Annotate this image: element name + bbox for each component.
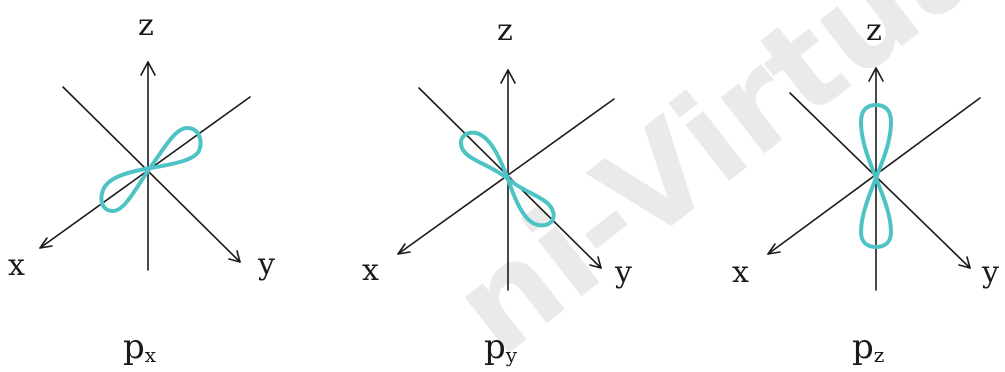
y-axis <box>418 87 602 269</box>
x-axis-label: x <box>362 253 379 288</box>
z-axis-label: z <box>497 13 513 48</box>
z-axis-arrowhead <box>868 67 884 82</box>
orbital-lobe-lower <box>99 166 152 213</box>
x-axis-arrowhead <box>39 237 53 249</box>
orbital-lobe-upper <box>458 130 510 181</box>
orbital-lobe-upper <box>148 126 203 170</box>
x-axis-arrowhead <box>767 243 781 255</box>
y-axis-arrowhead <box>958 256 971 269</box>
orbital-lobe-lower <box>506 177 556 228</box>
x-axis-label: x <box>8 248 25 283</box>
z-axis-arrowhead <box>500 69 516 84</box>
z-axis-arrowhead <box>140 61 156 76</box>
orbital-label: px <box>123 327 157 367</box>
orbital-lobe-upper <box>859 103 893 180</box>
z-axis-label: z <box>866 13 882 48</box>
y-axis <box>62 86 241 263</box>
y-axis-label: y <box>981 255 999 290</box>
y-axis-arrowhead <box>589 256 602 269</box>
x-axis-arrowhead <box>397 243 411 255</box>
orbital-label: pz <box>852 327 884 367</box>
p-x-orbital-panel: z x y px <box>8 8 275 367</box>
p-y-orbital-panel: z x y py <box>362 13 632 367</box>
z-axis-label: z <box>138 8 154 43</box>
orbital-label: py <box>484 327 518 367</box>
orbital-lobe-lower <box>859 176 893 249</box>
y-axis <box>789 92 971 269</box>
p-z-orbital-panel: z x y pz <box>732 13 999 367</box>
y-axis-arrowhead <box>228 250 241 263</box>
y-axis-label: y <box>614 255 632 290</box>
y-axis-label: y <box>257 247 275 282</box>
x-axis-label: x <box>732 255 749 290</box>
